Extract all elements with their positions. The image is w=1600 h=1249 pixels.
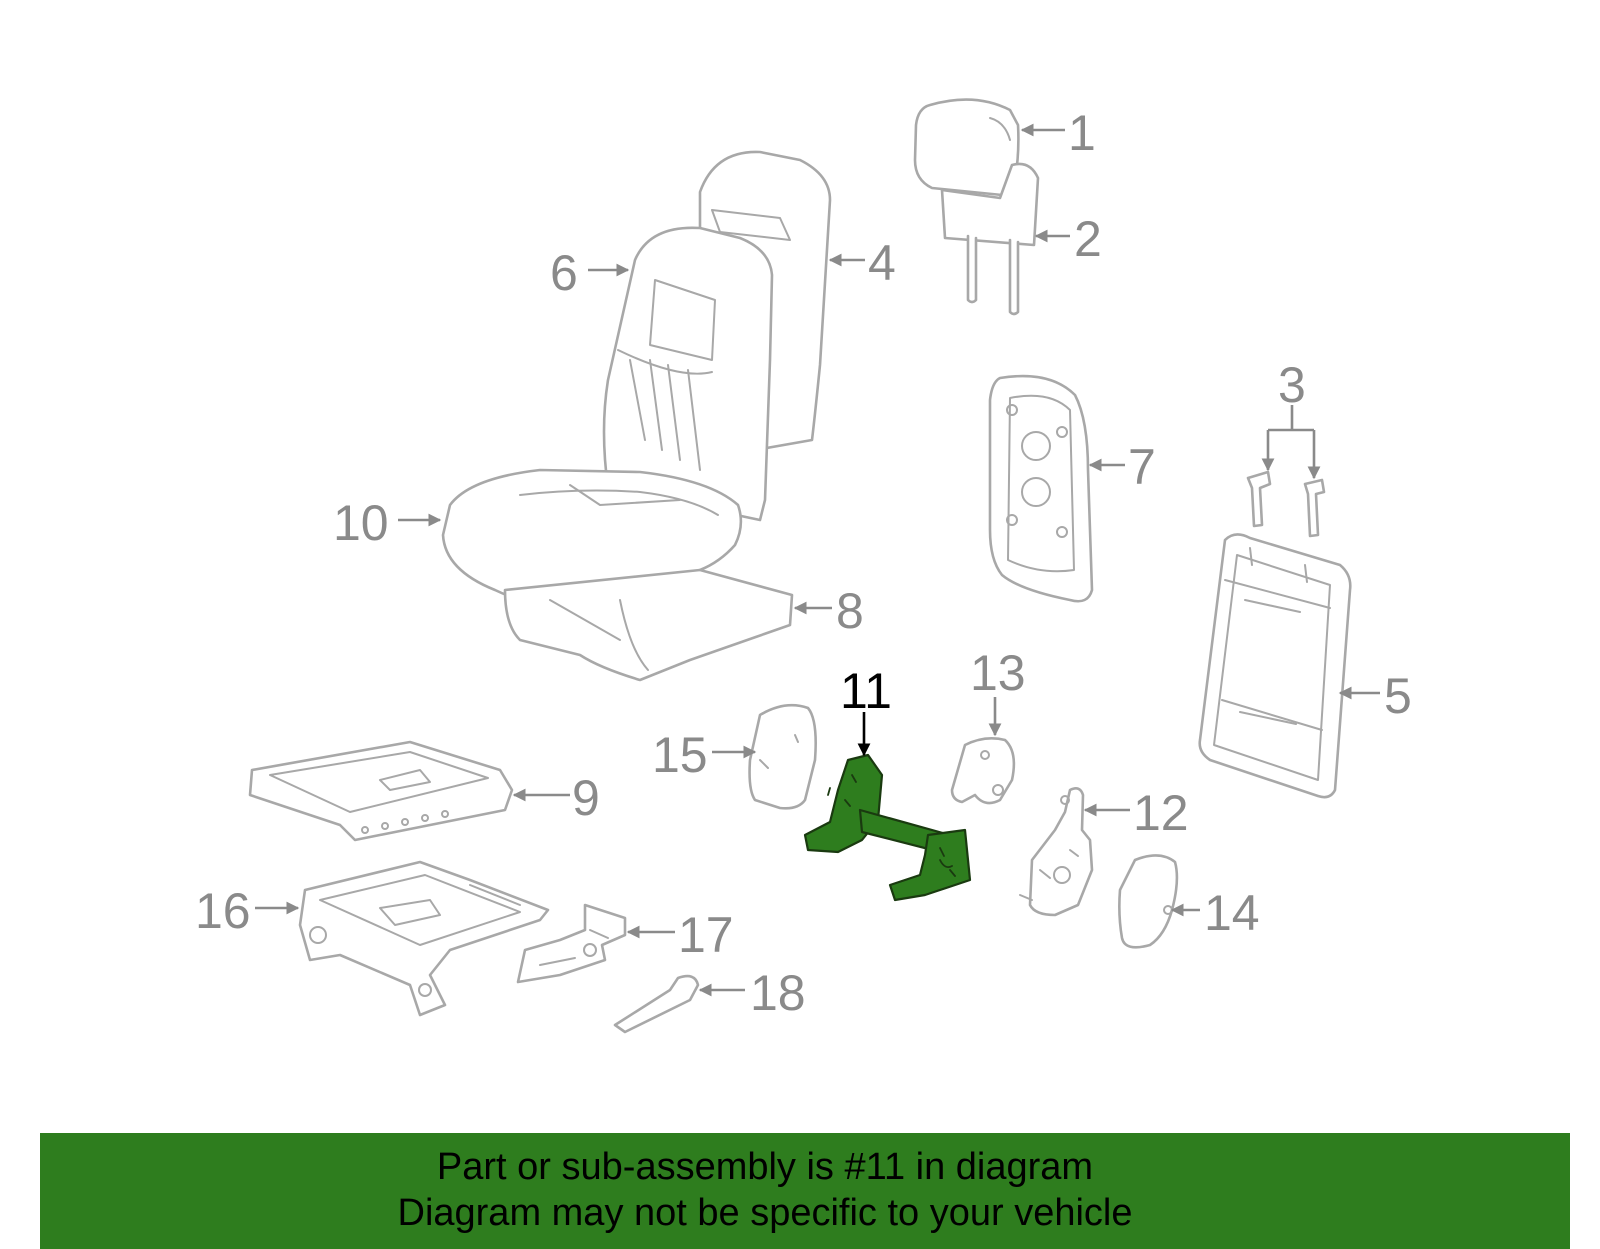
part-5-seatback-frame <box>1198 533 1352 799</box>
callout-14: 14 <box>1204 885 1260 941</box>
callout-17: 17 <box>678 907 734 963</box>
callout-6: 6 <box>550 245 578 301</box>
part-9-seat-pan <box>248 740 514 842</box>
banner-disclaimer: Diagram may not be specific to your vehi… <box>397 1192 1133 1234</box>
info-banner: Part or sub-assembly is #11 in diagram D… <box>40 1133 1570 1249</box>
callout-labels: 1 2 3 4 5 6 7 8 9 10 11 12 13 14 15 16 1… <box>195 105 1412 1021</box>
part-14-cover <box>1118 854 1179 949</box>
callout-18: 18 <box>750 965 806 1021</box>
callout-11: 11 <box>840 663 892 719</box>
callout-15: 15 <box>652 727 708 783</box>
callout-13: 13 <box>970 645 1026 701</box>
callout-2: 2 <box>1074 211 1102 267</box>
banner-part-notice: Part or sub-assembly is #11 in diagram <box>436 1146 1094 1188</box>
part-12-recliner-bracket <box>1019 787 1094 917</box>
part-16-seat-track <box>298 860 550 1017</box>
part-13-cover <box>950 737 1016 805</box>
callout-7: 7 <box>1128 439 1156 495</box>
callout-16: 16 <box>195 883 251 939</box>
part-15-cover <box>748 703 817 810</box>
part-8-cushion-foam <box>503 568 794 682</box>
callout-1: 1 <box>1068 105 1096 161</box>
part-2-headrest-cover <box>940 162 1040 316</box>
callout-9: 9 <box>572 770 600 826</box>
part-17-bracket <box>516 903 627 984</box>
callout-5: 5 <box>1384 668 1412 724</box>
part-11-recliner-assembly <box>803 753 972 902</box>
callout-8: 8 <box>836 583 864 639</box>
part-3-bolts <box>1246 470 1326 538</box>
part-18-lever <box>613 974 700 1034</box>
part-7-side-shield <box>988 374 1094 603</box>
callout-10: 10 <box>333 495 389 551</box>
callout-12: 12 <box>1133 785 1189 841</box>
leader-lines <box>255 123 1380 997</box>
callout-3: 3 <box>1278 357 1306 413</box>
part-1-headrest <box>913 98 1020 198</box>
part-10-seat-cushion <box>441 468 743 606</box>
part-6-seatback-front <box>602 226 774 522</box>
callout-4: 4 <box>868 235 896 291</box>
